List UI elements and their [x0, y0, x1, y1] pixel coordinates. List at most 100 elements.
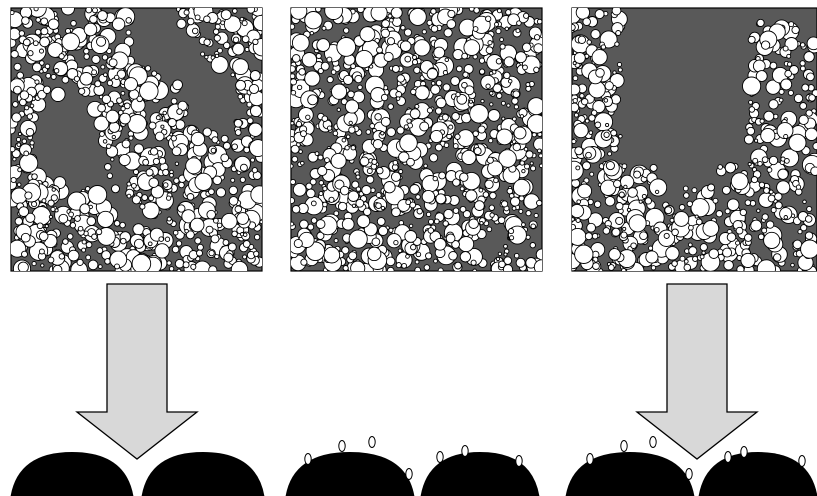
particle	[415, 267, 421, 273]
particle	[289, 66, 296, 73]
particle	[803, 200, 807, 204]
particle	[689, 225, 694, 230]
particle	[13, 158, 16, 161]
particle	[642, 194, 646, 198]
particle	[416, 195, 421, 200]
particle	[41, 28, 48, 35]
particle	[100, 132, 105, 137]
particle	[616, 31, 621, 36]
particle	[98, 104, 106, 112]
particle	[102, 95, 110, 103]
particle	[381, 132, 384, 135]
particle	[209, 189, 215, 195]
particle	[377, 218, 385, 226]
particle	[377, 167, 384, 174]
particle	[243, 241, 250, 248]
particle	[98, 265, 102, 269]
particle	[51, 87, 65, 101]
particle	[574, 113, 578, 117]
particle	[250, 71, 260, 81]
particle	[292, 34, 309, 51]
particle	[43, 86, 50, 93]
particle	[172, 246, 179, 253]
particle	[325, 2, 343, 20]
particle	[507, 104, 510, 107]
particle	[413, 55, 417, 59]
particle	[595, 122, 601, 128]
cap-group-middle	[285, 437, 540, 496]
particle	[794, 94, 802, 102]
particle	[232, 231, 238, 237]
particle	[396, 97, 400, 101]
particle	[252, 168, 257, 173]
particle	[376, 203, 382, 209]
particle	[764, 232, 780, 248]
particle	[402, 263, 407, 268]
particle	[114, 221, 120, 227]
particle	[107, 80, 112, 85]
particle	[370, 124, 375, 129]
particle	[759, 182, 764, 187]
particle	[622, 164, 627, 169]
particle	[813, 143, 817, 150]
particle	[213, 29, 218, 34]
particle	[179, 182, 185, 188]
particle	[301, 259, 307, 265]
particle	[407, 158, 415, 166]
particle	[204, 16, 211, 23]
particle	[111, 158, 114, 161]
particle	[495, 22, 499, 26]
particle	[736, 227, 743, 234]
particle	[224, 42, 230, 48]
particle	[460, 187, 464, 191]
particle	[231, 261, 247, 277]
particle	[504, 244, 508, 248]
particle	[455, 134, 460, 139]
particle	[345, 146, 349, 150]
particle	[25, 106, 29, 110]
particle	[121, 107, 125, 111]
particle	[674, 212, 689, 227]
particle	[531, 224, 536, 229]
particle	[758, 161, 763, 166]
particle	[201, 52, 205, 56]
particle	[599, 269, 603, 273]
particle	[305, 71, 320, 86]
particle	[22, 251, 28, 257]
particle	[405, 231, 417, 243]
particle	[23, 39, 30, 46]
particle	[235, 206, 242, 213]
particle	[475, 201, 485, 211]
particle	[340, 186, 349, 195]
particle	[805, 216, 812, 223]
particle	[205, 55, 208, 58]
particle	[352, 204, 355, 207]
particle	[749, 107, 755, 113]
particle	[349, 252, 357, 260]
particle	[231, 73, 235, 77]
particle	[14, 63, 21, 70]
particle	[390, 18, 394, 22]
particle	[473, 27, 478, 32]
particle	[152, 71, 157, 76]
particle	[331, 70, 336, 75]
particle	[462, 150, 476, 164]
particle	[700, 255, 704, 259]
particle	[789, 22, 794, 27]
particle	[670, 218, 674, 222]
particle	[768, 195, 775, 202]
particle	[591, 30, 600, 39]
particle	[622, 268, 626, 272]
particle	[384, 52, 393, 61]
particle	[807, 73, 815, 81]
particle	[569, 84, 580, 95]
particle	[191, 132, 204, 145]
particle	[250, 140, 267, 157]
particle	[351, 64, 356, 69]
particle	[291, 145, 299, 153]
particle	[490, 103, 493, 106]
particle	[470, 105, 489, 124]
particle	[428, 228, 434, 234]
particle	[531, 166, 536, 171]
particle	[534, 260, 549, 275]
